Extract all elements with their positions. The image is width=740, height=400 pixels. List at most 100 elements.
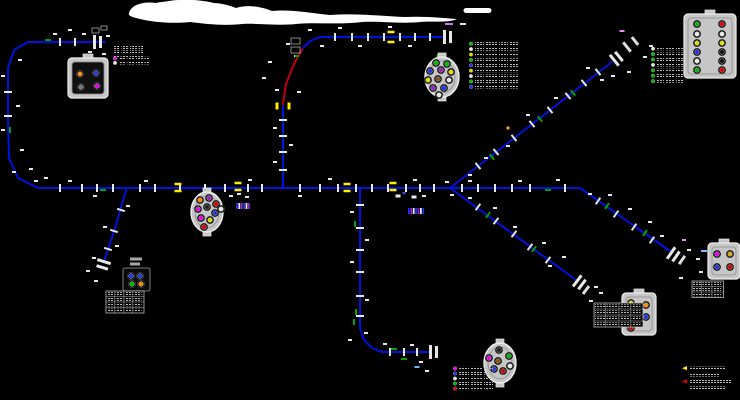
- wire-mark: [531, 245, 537, 253]
- wire-mark: [608, 194, 612, 196]
- pinout-table-far-right: [691, 280, 724, 298]
- wire-mark: [297, 91, 301, 93]
- wire-mark: [493, 207, 497, 209]
- terminal-end-icon: [571, 274, 587, 291]
- wire-mark: [298, 195, 302, 197]
- terminal-end-icon: [608, 50, 624, 67]
- wire-mark: [174, 189, 182, 193]
- pin-wire-color: [129, 281, 135, 287]
- wire-mark: [174, 182, 182, 186]
- wire-mark: [387, 40, 395, 44]
- wire-mark: [348, 339, 352, 341]
- wire-mark: [642, 229, 648, 237]
- wire-mark: [279, 119, 287, 121]
- pin-wire-color: [212, 210, 218, 216]
- connector-top-right-rect[interactable]: [683, 9, 737, 79]
- pin-wire-color: [719, 40, 725, 46]
- wire-mark: [320, 45, 324, 47]
- legend-marker-icon: [682, 379, 687, 384]
- connector-top-middle-round[interactable]: [423, 52, 460, 102]
- wire-mark: [570, 89, 576, 97]
- wire-mark: [112, 184, 114, 192]
- wire-mark: [526, 114, 530, 116]
- wire-mark: [16, 105, 20, 107]
- wire-mark: [273, 127, 277, 129]
- wire-mark: [9, 127, 11, 133]
- wire-mark: [468, 197, 472, 199]
- wire-mark: [86, 270, 90, 272]
- wire-mark: [594, 286, 598, 288]
- wire-mark: [414, 366, 420, 368]
- wire-mark: [237, 193, 241, 195]
- wire-mark: [562, 256, 566, 258]
- wire-mark: [630, 36, 640, 46]
- wire-mark: [425, 370, 429, 372]
- wire-mark: [600, 79, 604, 81]
- symbol-box: [100, 25, 108, 31]
- connector-far-right-square[interactable]: [707, 238, 740, 280]
- pin-wire-color: [727, 264, 733, 270]
- wire-mark: [687, 249, 691, 251]
- wire-mark: [445, 181, 449, 183]
- wire-mark: [88, 51, 92, 53]
- wire-branch-lower-right-b[interactable]: [579, 187, 671, 252]
- wire-mark: [619, 30, 625, 32]
- wire-mark: [338, 27, 342, 29]
- wire-mark: [356, 227, 364, 229]
- wire-mark: [485, 211, 491, 219]
- pin-wire-color: [719, 58, 725, 64]
- wire-mark: [429, 33, 431, 41]
- wire-mark: [510, 230, 518, 238]
- wire-mark: [109, 228, 119, 234]
- wire-mark: [68, 180, 72, 182]
- connector-bottom-left-pins[interactable]: [122, 267, 151, 292]
- wire-mark: [391, 348, 397, 350]
- wire-mark: [544, 256, 552, 264]
- terminal-end-icon: [93, 35, 102, 49]
- wire-mark: [355, 309, 357, 315]
- wire-mark: [403, 348, 405, 356]
- wire-mark: [106, 35, 110, 37]
- connector-center-round[interactable]: [190, 187, 226, 237]
- pin-wire-color: [694, 49, 700, 55]
- pin-wire-color: [138, 281, 144, 287]
- pin-wire-color: [727, 251, 733, 257]
- wire-mark: [234, 188, 242, 192]
- wire-mark: [395, 194, 401, 198]
- pin-wire-color: [198, 215, 204, 221]
- pinout-table-top-right: [651, 46, 683, 84]
- connector-top-left-face[interactable]: [67, 53, 109, 99]
- wire-mark: [1, 129, 5, 131]
- wire-mark: [34, 180, 38, 182]
- wire-mark: [45, 39, 51, 41]
- wire-mark: [622, 41, 632, 53]
- wire-left-loop[interactable]: [7, 41, 106, 189]
- wire-mark: [510, 134, 518, 142]
- wire-mark: [408, 45, 412, 47]
- legend-text: [690, 386, 726, 390]
- wire-mark: [474, 162, 482, 170]
- wire-mark: [511, 184, 513, 192]
- pin-wire-color: [218, 206, 224, 212]
- wire-mark: [334, 33, 336, 41]
- wire-mark: [308, 29, 312, 31]
- pin-wire-color: [427, 68, 433, 74]
- wire-mark: [586, 67, 590, 69]
- wire-mark: [356, 249, 364, 251]
- wire-mark: [279, 135, 287, 137]
- wire-mark: [660, 235, 664, 237]
- wire-mark: [413, 179, 417, 181]
- wire-mark: [528, 120, 536, 128]
- wire-mark: [546, 106, 554, 114]
- wire-mark: [545, 189, 551, 191]
- wire-mark: [354, 221, 356, 227]
- wire-top-run[interactable]: [302, 36, 444, 49]
- wire-mark: [389, 188, 397, 192]
- wire-mark: [4, 115, 12, 117]
- wire-mark: [4, 91, 12, 93]
- wire-mark: [611, 75, 615, 77]
- wire-mark: [628, 208, 632, 210]
- wire-mark: [548, 265, 552, 267]
- pinout-table-top-middle: [469, 41, 519, 89]
